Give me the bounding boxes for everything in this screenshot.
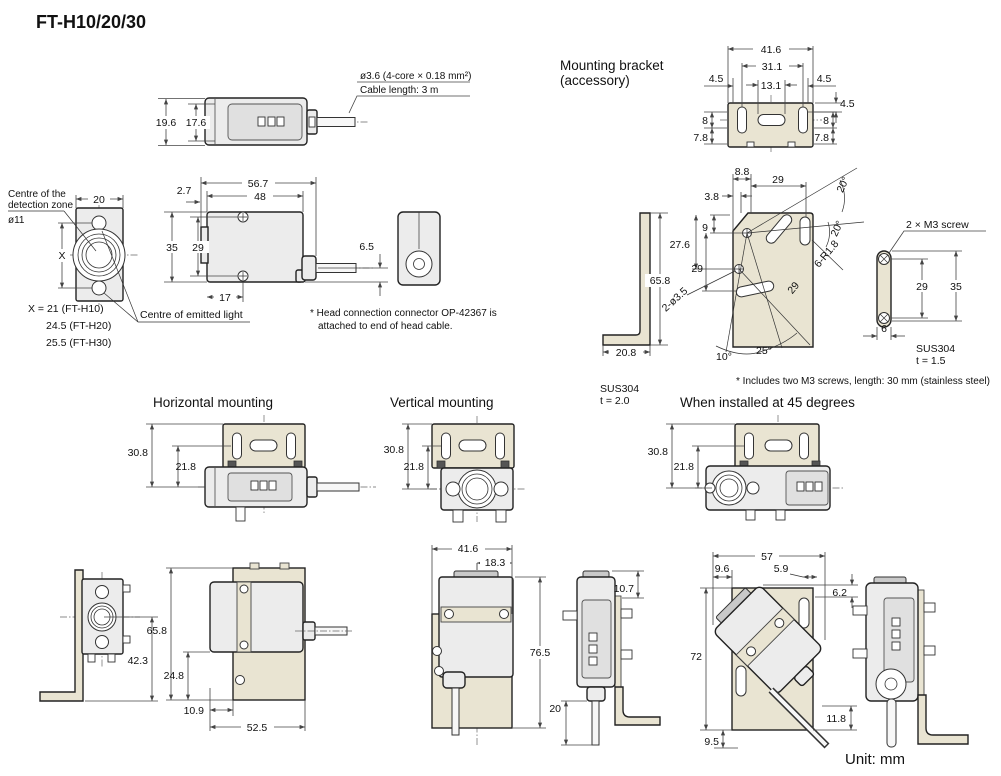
dim-21-8-deg45: 21.8 bbox=[674, 461, 695, 473]
angle-20-outer: 20° bbox=[834, 175, 852, 194]
dim-29: 29 bbox=[192, 242, 204, 254]
holes-label-2-dia-3-5: 2-ø3.5 bbox=[660, 285, 691, 314]
x-equation-1: X = 21 (FT-H10) bbox=[28, 303, 104, 315]
dim-6-5: 6.5 bbox=[359, 241, 374, 253]
dim-5-9: 5.9 bbox=[774, 563, 789, 575]
m3-screws-note: * Includes two M3 screws, length: 30 mm … bbox=[736, 376, 990, 387]
material-label-sus304-plate: SUS304 bbox=[916, 343, 955, 355]
dim-11-8: 11.8 bbox=[826, 713, 846, 725]
dim-17-6: 17.6 bbox=[186, 117, 207, 129]
bracket-face-view: 8.8 29 3.8 9 27.6 29 2-ø3.5 20° 20° 6-R1… bbox=[660, 166, 990, 387]
material-label-sus304: SUS304 bbox=[600, 383, 639, 395]
dim-18-3: 18.3 bbox=[485, 557, 506, 569]
dim-65-8-horiz: 65.8 bbox=[147, 625, 168, 637]
dim-8-left: 8 bbox=[702, 115, 708, 127]
cable-length-label: Cable length: 3 m bbox=[360, 85, 438, 96]
radius-6-r1-8: 6-R1.8 bbox=[812, 238, 842, 270]
dim-65-8-bracket: 65.8 bbox=[650, 275, 671, 287]
x-equation-3: 25.5 (FT-H30) bbox=[46, 337, 111, 349]
dim-19-6: 19.6 bbox=[156, 117, 177, 129]
dim-29-left: 29 bbox=[691, 263, 703, 275]
dim-29-top: 29 bbox=[772, 174, 784, 186]
dim-21-8-vert: 21.8 bbox=[404, 461, 425, 473]
connector-note-1: * Head connection connector OP-42367 is bbox=[310, 308, 497, 319]
dim-76-5: 76.5 bbox=[530, 647, 551, 659]
dim-9-6: 9.6 bbox=[715, 563, 730, 575]
dim-3-8: 3.8 bbox=[704, 191, 719, 203]
dim-6-plate: 6 bbox=[881, 323, 887, 335]
dim-56-7: 56.7 bbox=[248, 178, 269, 190]
dim-41-6-vert: 41.6 bbox=[458, 543, 479, 555]
angle-20-inner: 20° bbox=[828, 219, 846, 238]
thickness-label-t2: t = 2.0 bbox=[600, 395, 630, 407]
dim-42-3: 42.3 bbox=[128, 655, 149, 667]
dim-35: 35 bbox=[166, 242, 178, 254]
thickness-label-t1-5: t = 1.5 bbox=[916, 355, 946, 367]
dim-48: 48 bbox=[254, 191, 266, 203]
dim-24-8: 24.8 bbox=[164, 670, 185, 682]
screw-plate-view: 2 × M3 screw 29 35 6 SUS304 t = 1.5 bbox=[863, 219, 986, 367]
page-title: FT-H10/20/30 bbox=[36, 12, 146, 32]
angle-10: 10° bbox=[716, 351, 732, 363]
dim-8-8: 8.8 bbox=[735, 166, 750, 178]
connector-note-2: attached to end of head cable. bbox=[318, 321, 453, 332]
head-bottom-view bbox=[397, 211, 441, 286]
dim-10-7: 10.7 bbox=[614, 583, 635, 595]
vertical-mounting-heading: Vertical mounting bbox=[390, 395, 494, 410]
dim-7-8-left: 7.8 bbox=[693, 132, 708, 144]
head-front-view: 20 X Centre of the detection zone ø11 X … bbox=[8, 189, 250, 349]
angle-25: 25° bbox=[756, 345, 772, 357]
horizontal-mounting-section: Horizontal mounting 30.8 21.8 bbox=[39, 395, 376, 734]
dim-57: 57 bbox=[761, 551, 773, 563]
detection-zone-label-2: detection zone bbox=[8, 200, 73, 211]
dim-4-5-side: 4.5 bbox=[840, 98, 855, 110]
dim-2-7: 2.7 bbox=[177, 185, 192, 197]
dim-30-8-deg45: 30.8 bbox=[648, 446, 669, 458]
dim-31-1: 31.1 bbox=[762, 61, 783, 73]
emitted-light-label: Centre of emitted light bbox=[140, 309, 243, 321]
dim-20-8: 20.8 bbox=[616, 347, 637, 359]
dim-10-9: 10.9 bbox=[184, 705, 205, 717]
dim-13-1: 13.1 bbox=[761, 80, 782, 92]
x-equation-2: 24.5 (FT-H20) bbox=[46, 320, 111, 332]
dim-4-5-right: 4.5 bbox=[817, 73, 832, 85]
head-dimension-side-view: 56.7 48 2.7 35 29 6.5 17 * Head connecti… bbox=[159, 177, 497, 332]
vertical-mounting-section: Vertical mounting 30.8 21.8 bbox=[384, 395, 661, 746]
cable-spec-label: ø3.6 (4-core × 0.18 mm²) bbox=[360, 71, 471, 82]
unit-label: Unit: mm bbox=[845, 751, 905, 768]
dim-17: 17 bbox=[219, 292, 231, 304]
dim-8-right: 8 bbox=[823, 115, 829, 127]
head-side-view: 19.6 17.6 ø3.6 (4-core × 0.18 mm²) Cable… bbox=[151, 71, 471, 146]
bracket-l-side-view: 65.8 20.8 SUS304 t = 2.0 bbox=[600, 212, 676, 407]
dim-35-plate: 35 bbox=[950, 281, 962, 293]
dim-9: 9 bbox=[702, 222, 708, 234]
dim-30-8-horiz: 30.8 bbox=[128, 447, 149, 459]
dim-9-5: 9.5 bbox=[704, 736, 719, 748]
horizontal-mounting-heading: Horizontal mounting bbox=[153, 395, 273, 410]
dim-41-6: 41.6 bbox=[761, 44, 782, 56]
dim-52-5: 52.5 bbox=[247, 722, 268, 734]
detection-zone-label-1: Centre of the bbox=[8, 189, 66, 200]
deg45-mounting-section: When installed at 45 degrees 30.8 21.8 bbox=[648, 395, 969, 749]
mounting-bracket-heading-2: (accessory) bbox=[560, 73, 630, 88]
dim-20: 20 bbox=[93, 194, 105, 206]
dim-21-8-horiz: 21.8 bbox=[176, 461, 197, 473]
dim-4-5-left: 4.5 bbox=[709, 73, 724, 85]
dim-30-8-vert: 30.8 bbox=[384, 444, 405, 456]
dim-20-vert: 20 bbox=[549, 703, 561, 715]
dim-6-2: 6.2 bbox=[832, 587, 847, 599]
dia-11-label: ø11 bbox=[8, 215, 25, 226]
dim-72: 72 bbox=[690, 651, 702, 663]
m3-screw-label: 2 × M3 screw bbox=[906, 219, 969, 231]
deg45-heading: When installed at 45 degrees bbox=[680, 395, 855, 410]
dim-7-8-right: 7.8 bbox=[814, 132, 829, 144]
mounting-bracket-heading-1: Mounting bracket bbox=[560, 58, 664, 73]
dim-27-6: 27.6 bbox=[670, 239, 691, 251]
dim-29-plate: 29 bbox=[916, 281, 928, 293]
bracket-top-view: 41.6 31.1 13.1 4.5 4.5 4.5 8 7.8 8 bbox=[693, 43, 855, 153]
dim-x: X bbox=[58, 250, 65, 262]
